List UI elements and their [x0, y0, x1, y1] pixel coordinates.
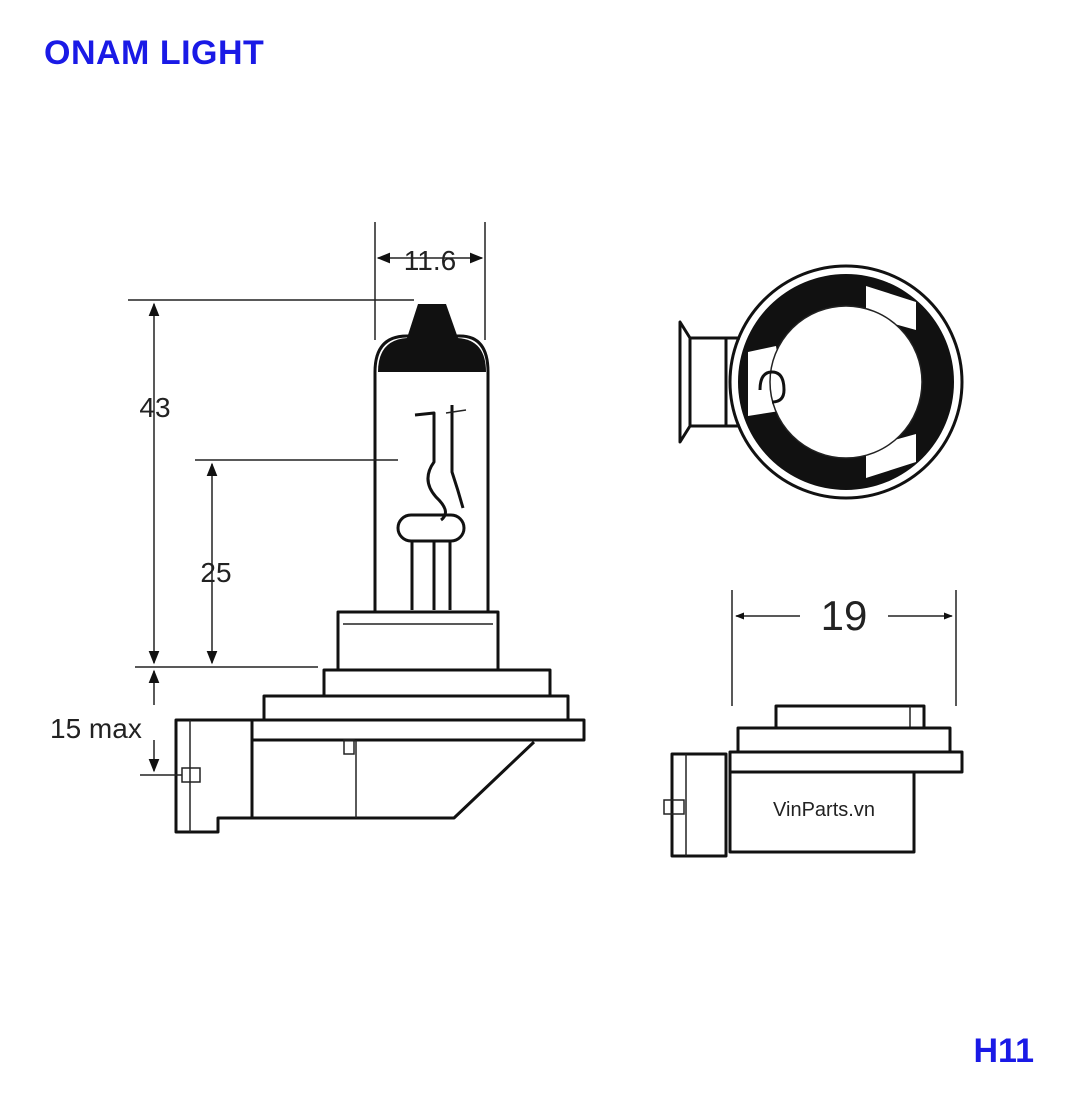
- front-view: 19 VinParts.vn: [663, 590, 964, 858]
- side-view: 11.6 43 25 15 max: [50, 222, 586, 834]
- dim-base-depth: 15 max: [50, 713, 142, 744]
- dim-base-width: 19: [821, 592, 868, 639]
- dim-overall-height: 43: [139, 392, 170, 423]
- top-view: [678, 264, 964, 500]
- watermark: VinParts.vn: [773, 799, 875, 821]
- bulb-type-label: H11: [973, 1032, 1035, 1070]
- dim-glass-diameter: 11.6: [404, 245, 456, 276]
- dim-light-center-height: 25: [200, 557, 231, 588]
- brand-title: ONAM LIGHT: [44, 34, 265, 72]
